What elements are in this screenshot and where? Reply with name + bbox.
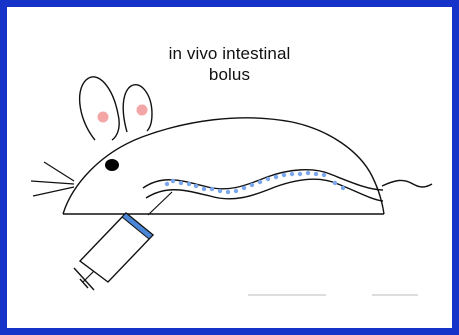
left-ear-icon (80, 77, 120, 140)
mouse-ears (80, 77, 152, 140)
mouse-eye-icon (105, 159, 119, 171)
mouse-whiskers (31, 162, 74, 196)
mouse-tail (382, 180, 432, 187)
syringe-barrel (80, 213, 153, 282)
syringe-flange (74, 268, 94, 290)
right-ear-inner-icon (137, 105, 148, 116)
left-ear-inner-icon (98, 112, 109, 123)
